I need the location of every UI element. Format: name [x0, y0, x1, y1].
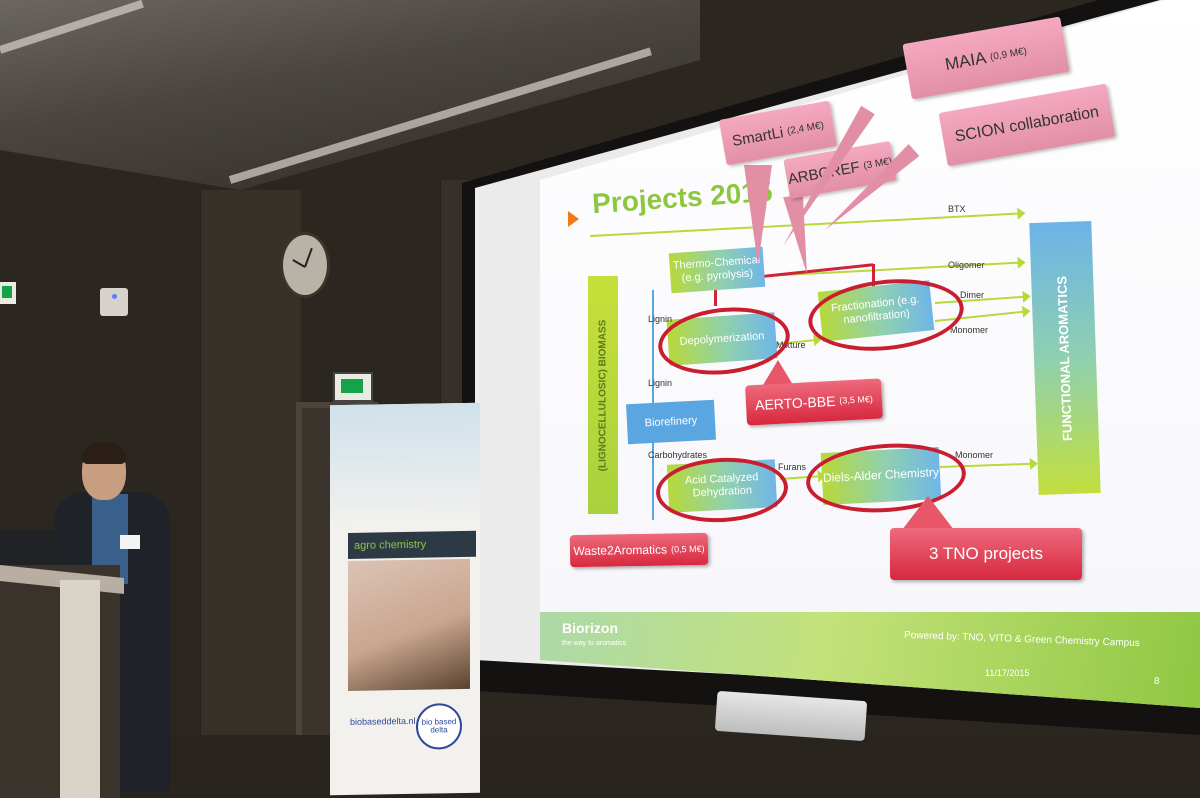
redbox-waste2aromatics: Waste2Aromatics(0,5 M€) [569, 532, 709, 568]
exit-sign [333, 372, 373, 402]
biorefinery-box: Biorefinery [626, 399, 716, 445]
banner-logo: bio based delta [416, 703, 462, 750]
footer-brand: Biorizon [562, 620, 618, 636]
laptop [0, 530, 58, 566]
label-oligomer: Oligomer [948, 260, 985, 270]
functional-aromatics-bar: FUNCTIONAL AROMATICS [1029, 221, 1101, 495]
clock-hand [304, 247, 313, 268]
speaker-hair [82, 442, 126, 464]
banner-photo [348, 558, 470, 691]
redbox-tno-projects: 3 TNO projects [890, 528, 1082, 580]
exit-sign-left [0, 282, 16, 304]
podium-leg [60, 580, 100, 798]
label-furans: Furans [778, 462, 807, 472]
speaker-badge [120, 535, 140, 549]
footer-tagline: the way to aromatics [562, 640, 627, 647]
footer-page-number: 8 [1154, 676, 1160, 687]
biomass-label: (LIGNOCELLULOSIC) BIOMASS [597, 319, 609, 471]
bracket-line [872, 264, 875, 294]
redbox-aerto-bbe: AERTO-BBE(3,5 M€) [745, 378, 883, 426]
callout-maia-amount: (0,9 M€) [989, 45, 1028, 63]
redbox-waste2aromatics-amount: (0,5 M€) [670, 543, 705, 555]
biomass-bar: (LIGNOCELLULOSIC) BIOMASS [588, 276, 618, 514]
callout-smartli-amount: (2,4 M€) [786, 119, 825, 137]
label-carbohydrates: Carbohydrates [648, 450, 708, 460]
label-mixture: Mixture [776, 340, 806, 350]
clock-hand [292, 259, 306, 268]
label-monomer-top: Monomer [950, 325, 989, 335]
label-monomer-bottom: Monomer [955, 450, 994, 460]
redbox-tail [902, 496, 954, 530]
roll-up-banner: agro chemistry biobaseddelta.nl bio base… [330, 402, 480, 796]
bracket-line [714, 280, 717, 306]
redbox-aerto-amount: (3,5 M€) [839, 393, 874, 406]
redbox-tno-label: 3 TNO projects [928, 544, 1043, 563]
callout-scion-label: SCION collaboration [953, 103, 1101, 146]
callout-smartli-label: SmartLi [730, 123, 785, 150]
functional-aromatics-label: FUNCTIONAL AROMATICS [1054, 275, 1076, 441]
label-lignin-top: Lignin [648, 314, 673, 324]
floor [0, 735, 1200, 798]
label-dimer: Dimer [960, 290, 984, 300]
banner-strip: agro chemistry [348, 530, 476, 559]
callout-tail [744, 165, 772, 265]
wall-clock [280, 232, 330, 298]
footer-date: 11/17/2015 [985, 668, 1030, 678]
banner-url: biobaseddelta.nl [350, 715, 416, 727]
wall-sensor [100, 288, 128, 316]
banner-top-graphic [330, 402, 480, 526]
title-triangle-icon [568, 211, 579, 227]
label-btx: BTX [948, 204, 966, 214]
label-lignin-bottom: Lignin [648, 378, 673, 388]
callout-maia-label: MAIA [943, 48, 988, 75]
redbox-waste2aromatics-label: Waste2Aromatics [573, 542, 668, 559]
redbox-aerto-label: AERTO-BBE [754, 392, 836, 414]
